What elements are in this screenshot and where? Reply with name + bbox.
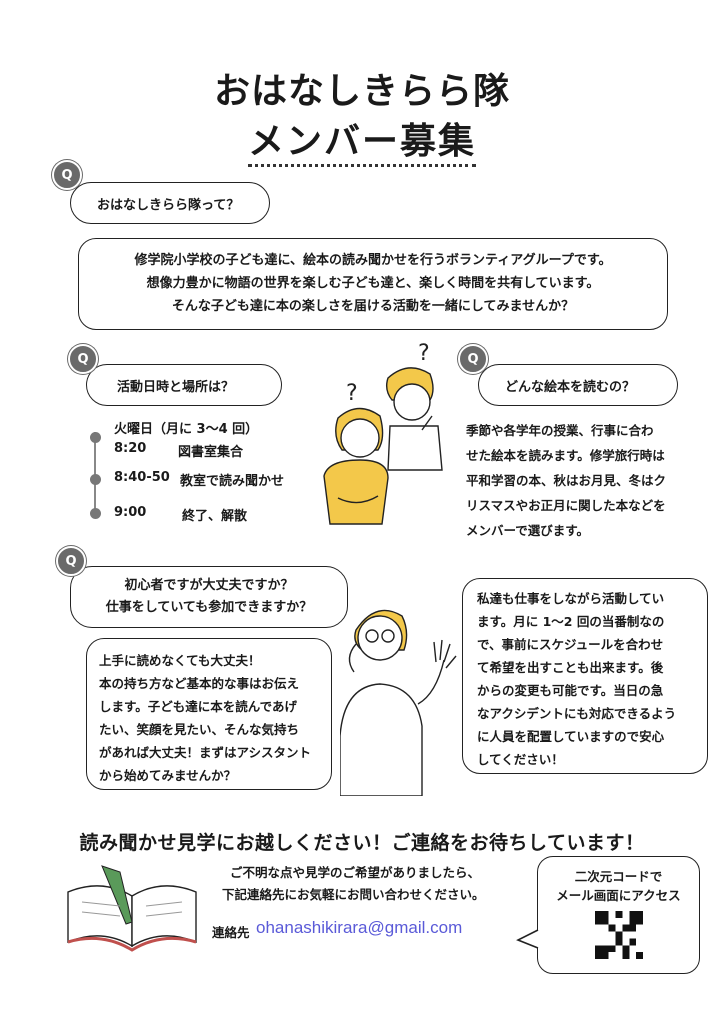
contact-line: ご不明な点や見学のご希望がありましたら、 <box>230 865 481 880</box>
question-beginner-bubble: 初心者ですが大丈夫ですか？ 仕事をしていても参加できますか？ <box>70 566 348 628</box>
answer-books-line: 平和学習の本、秋はお月見、冬はク <box>466 473 667 488</box>
answer-right-line: で、事前にスケジュールを合わせ <box>477 637 664 652</box>
question-badge-books: Q <box>458 344 488 374</box>
answer-left-line: 本の持ち方など基本的な事はお伝え <box>99 676 300 691</box>
question-about-bubble: おはなしきらら隊って？ <box>70 182 270 224</box>
question-beginner-line: 初心者ですが大丈夫ですか？ <box>124 578 294 593</box>
schedule-day: 火曜日（月に 3～4 回） <box>114 422 259 437</box>
question-schedule-text: 活動日時と場所は？ <box>117 379 235 395</box>
schedule-timeline <box>94 432 96 514</box>
answer-books-line: メンバーで選びます。 <box>466 523 590 538</box>
page-subtitle-text: メンバー募集 <box>247 121 476 167</box>
answer-beginner-left-bubble: 上手に読めなくても大丈夫！ 本の持ち方など基本的な事はお伝え します。子ども達に… <box>86 638 332 790</box>
qr-caption-line: メール画面にアクセス <box>556 888 681 903</box>
svg-text:?: ? <box>346 381 358 406</box>
answer-left-line: します。子ども達に本を読んであげ <box>99 699 298 714</box>
answer-right-line: してください！ <box>477 752 564 767</box>
answer-right-line: 私達も仕事をしながら活動してい <box>477 591 665 606</box>
answer-left-line: があれば大丈夫！まずはアシスタント <box>99 745 312 760</box>
question-books-bubble: どんな絵本を読むの？ <box>478 364 678 406</box>
answer-about-bubble: 修学院小学校の子ども達に、絵本の読み聞かせを行うボランティアグループです。 想像… <box>78 238 668 330</box>
question-beginner-line: 仕事をしていても参加できますか？ <box>105 600 313 615</box>
answer-left-line: から始めてみませんか？ <box>99 768 237 783</box>
schedule-desc: 終了、解散 <box>182 509 248 524</box>
call-to-action: 読み聞かせ見学にお越しください！ご連絡をお待ちしています！ <box>79 832 645 854</box>
question-schedule-bubble: 活動日時と場所は？ <box>86 364 282 406</box>
question-badge-about: Q <box>52 160 82 190</box>
answer-about-line: そんな子ども達に本の楽しさを届ける活動を一緒にしてみませんか？ <box>171 299 575 314</box>
q-label: Q <box>467 351 479 367</box>
schedule-desc: 教室で読み聞かせ <box>180 474 285 489</box>
question-about-text: おはなしきらら隊って？ <box>97 197 240 213</box>
answer-right-line: ます。月に 1～2 回の当番制なの <box>477 614 665 629</box>
question-badge-schedule: Q <box>68 344 98 374</box>
q-label: Q <box>77 351 89 367</box>
answer-left-line: たい、笑顔を見たい、そんな気持ち <box>99 722 300 737</box>
timeline-dot <box>90 432 101 443</box>
schedule-time: 9:00 <box>114 505 147 520</box>
answer-right-line: なアクシデントにも対応できるよう <box>477 706 677 721</box>
q-label: Q <box>61 167 73 183</box>
answer-about-line: 修学院小学校の子ども達に、絵本の読み聞かせを行うボランティアグループです。 <box>134 253 612 268</box>
schedule-time: 8:40-50 <box>114 470 170 485</box>
answer-right-line: に人員を配置していますので安心 <box>477 729 665 744</box>
woman-waving-illustration <box>340 609 457 796</box>
contact-email-link[interactable]: ohanashikirara@gmail.com <box>256 918 463 937</box>
page-subtitle: メンバー募集 <box>0 112 724 167</box>
contact-label: 連絡先 <box>212 925 250 940</box>
timeline-dot <box>90 508 101 519</box>
qr-bubble-tail <box>516 929 539 949</box>
open-book-icon <box>67 865 197 952</box>
schedule-desc: 図書室集合 <box>178 445 244 460</box>
answer-right-line: て希望を出すことも出来ます。後 <box>477 660 664 675</box>
qr-code-icon[interactable] <box>594 911 643 959</box>
schedule-time: 8:20 <box>114 441 147 456</box>
answer-books-line: リスマスやお正月に関した本などを <box>466 498 666 513</box>
answer-beginner-right-bubble: 私達も仕事をしながら活動してい ます。月に 1～2 回の当番制なの で、事前にス… <box>462 578 708 774</box>
svg-text:?: ? <box>418 341 430 366</box>
qr-caption-line: 二次元コードで <box>574 869 663 884</box>
question-badge-beginner: Q <box>56 546 86 576</box>
page-title: おはなしきらら隊 <box>213 71 510 112</box>
contact-line: 下記連絡先にお気軽にお問い合わせください。 <box>222 887 485 902</box>
children-thinking-illustration: ? ? <box>323 341 443 525</box>
answer-books-line: 季節や各学年の授業、行事に合わ <box>466 423 654 438</box>
answer-right-line: からの変更も可能です。当日の急 <box>477 683 664 698</box>
qr-code-box: 二次元コードで メール画面にアクセス <box>537 856 700 974</box>
answer-left-line: 上手に読めなくても大丈夫！ <box>99 653 261 668</box>
answer-about-line: 想像力豊かに物語の世界を楽しむ子ども達と、楽しく時間を共有しています。 <box>146 276 600 291</box>
q-label: Q <box>65 553 77 569</box>
contact-info: ご不明な点や見学のご希望がありましたら、 下記連絡先にお気軽にお問い合わせくださ… <box>222 862 485 906</box>
answer-books-line: せた絵本を読みます。修学旅行時は <box>466 448 665 463</box>
answer-books-text: 季節や各学年の授業、行事に合わ せた絵本を読みます。修学旅行時は 平和学習の本、… <box>466 418 716 543</box>
question-books-text: どんな絵本を読むの？ <box>505 379 636 395</box>
timeline-dot <box>90 474 101 485</box>
